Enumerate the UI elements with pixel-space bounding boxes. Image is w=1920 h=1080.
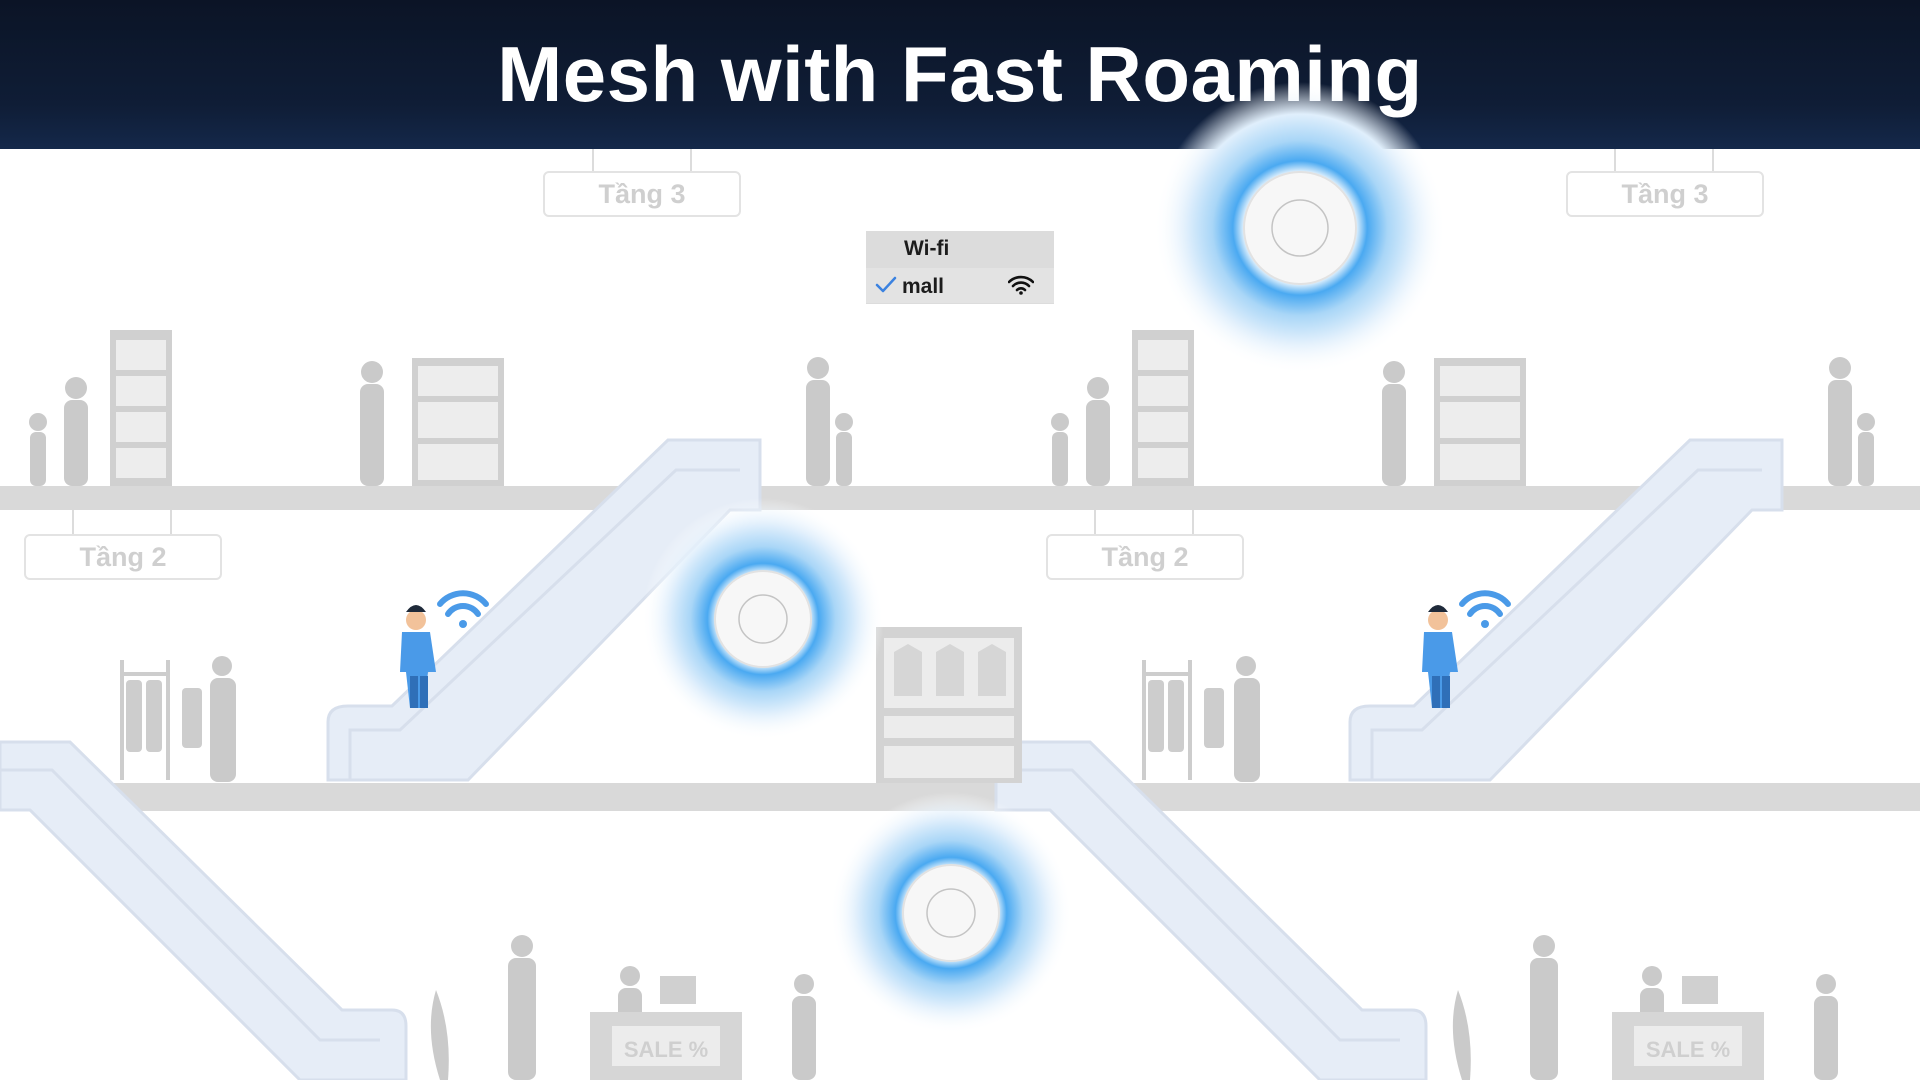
shelf-short-left (412, 358, 504, 486)
wifi-waves-right (1459, 590, 1511, 628)
sale-sign-right: SALE % (1646, 1037, 1730, 1062)
wifi-waves-left (437, 590, 489, 628)
clothing-rack-right (1142, 660, 1224, 780)
wifi-signal-icon (1008, 275, 1034, 295)
clothes-display (876, 627, 1022, 783)
wifi-heading: Wi-fi (904, 237, 950, 260)
sale-counter-left (590, 976, 742, 1080)
mall-illustration: SALE % SALE % (0, 149, 1920, 1080)
floor-sign-2-right: Tầng 2 (1046, 534, 1244, 580)
escalator-upper-right (1348, 438, 1784, 782)
escalator-lower-left (0, 740, 408, 1080)
check-icon (875, 276, 897, 293)
access-point-bottom (830, 792, 1072, 1034)
escalator-lower-right (994, 740, 1428, 1080)
wifi-network-panel: Wi-fi mall (866, 231, 1054, 304)
customer-left (400, 605, 436, 708)
floor-sign-2-left: Tầng 2 (24, 534, 222, 580)
shelf-tall-left (110, 330, 172, 486)
wifi-network-row[interactable]: mall (866, 268, 1054, 303)
wifi-network-name: mall (902, 275, 945, 298)
wifi-header-row: Wi-fi (866, 231, 1054, 266)
page-title: Mesh with Fast Roaming (497, 30, 1423, 118)
clothing-rack-left (120, 660, 202, 780)
header-bar (0, 0, 1920, 149)
sale-counter-right (1612, 976, 1764, 1080)
shelf-tall-right (1132, 330, 1194, 486)
floor-3-slab (0, 486, 1920, 510)
escalator-upper-left (326, 438, 762, 782)
floor-sign-3-right: Tầng 3 (1566, 171, 1764, 217)
access-point-top (1154, 82, 1446, 374)
shelf-short-right (1434, 358, 1526, 486)
sale-sign-left: SALE % (624, 1037, 708, 1062)
customer-right (1422, 605, 1458, 708)
access-point-middle (642, 498, 884, 740)
floor-sign-3-left: Tầng 3 (543, 171, 741, 217)
